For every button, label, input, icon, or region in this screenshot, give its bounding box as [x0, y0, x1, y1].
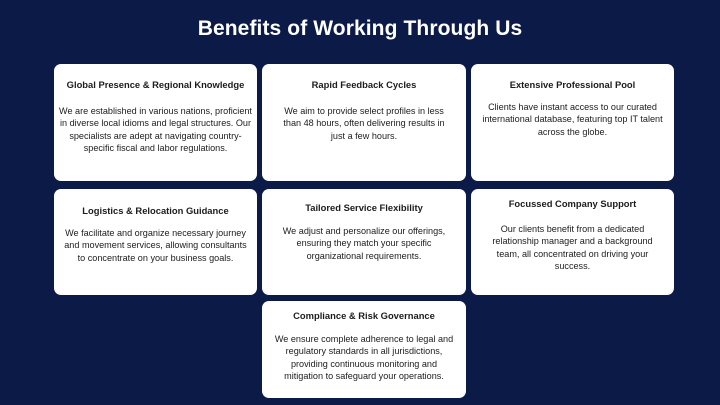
page-title: Benefits of Working Through Us	[197, 17, 523, 40]
card-body: We ensure complete adherence to legal an…	[274, 334, 454, 381]
card-body: Clients have instant access to our curat…	[482, 102, 663, 137]
card-body: We aim to provide select profiles in les…	[283, 106, 445, 141]
card-heading: Rapid Feedback Cycles	[311, 79, 417, 90]
card-heading: Focussed Company Support	[508, 198, 637, 209]
benefit-card-professional-pool: Extensive Professional Pool Clients have…	[471, 64, 674, 181]
card-heading: Extensive Professional Pool	[509, 79, 636, 90]
card-heading: Tailored Service Flexibility	[305, 202, 423, 213]
benefit-card-global-presence: Global Presence & Regional Knowledge We …	[54, 64, 257, 181]
benefit-card-flexibility: Tailored Service Flexibility We adjust a…	[262, 189, 466, 295]
benefit-card-compliance: Compliance & Risk Governance We ensure c…	[262, 301, 466, 398]
card-body: We are established in various nations, p…	[59, 106, 252, 153]
card-heading: Logistics & Relocation Guidance	[82, 205, 229, 216]
benefit-card-logistics: Logistics & Relocation Guidance We facil…	[54, 189, 257, 295]
benefit-card-company-support: Focussed Company Support Our clients ben…	[471, 189, 674, 295]
card-heading: Global Presence & Regional Knowledge	[66, 79, 245, 90]
card-body: Our clients benefit from a dedicated rel…	[492, 224, 653, 271]
card-body: We facilitate and organize necessary jou…	[64, 228, 247, 263]
benefit-card-rapid-feedback: Rapid Feedback Cycles We aim to provide …	[262, 64, 466, 181]
card-body: We adjust and personalize our offerings,…	[282, 226, 446, 261]
card-heading: Compliance & Risk Governance	[293, 310, 435, 321]
